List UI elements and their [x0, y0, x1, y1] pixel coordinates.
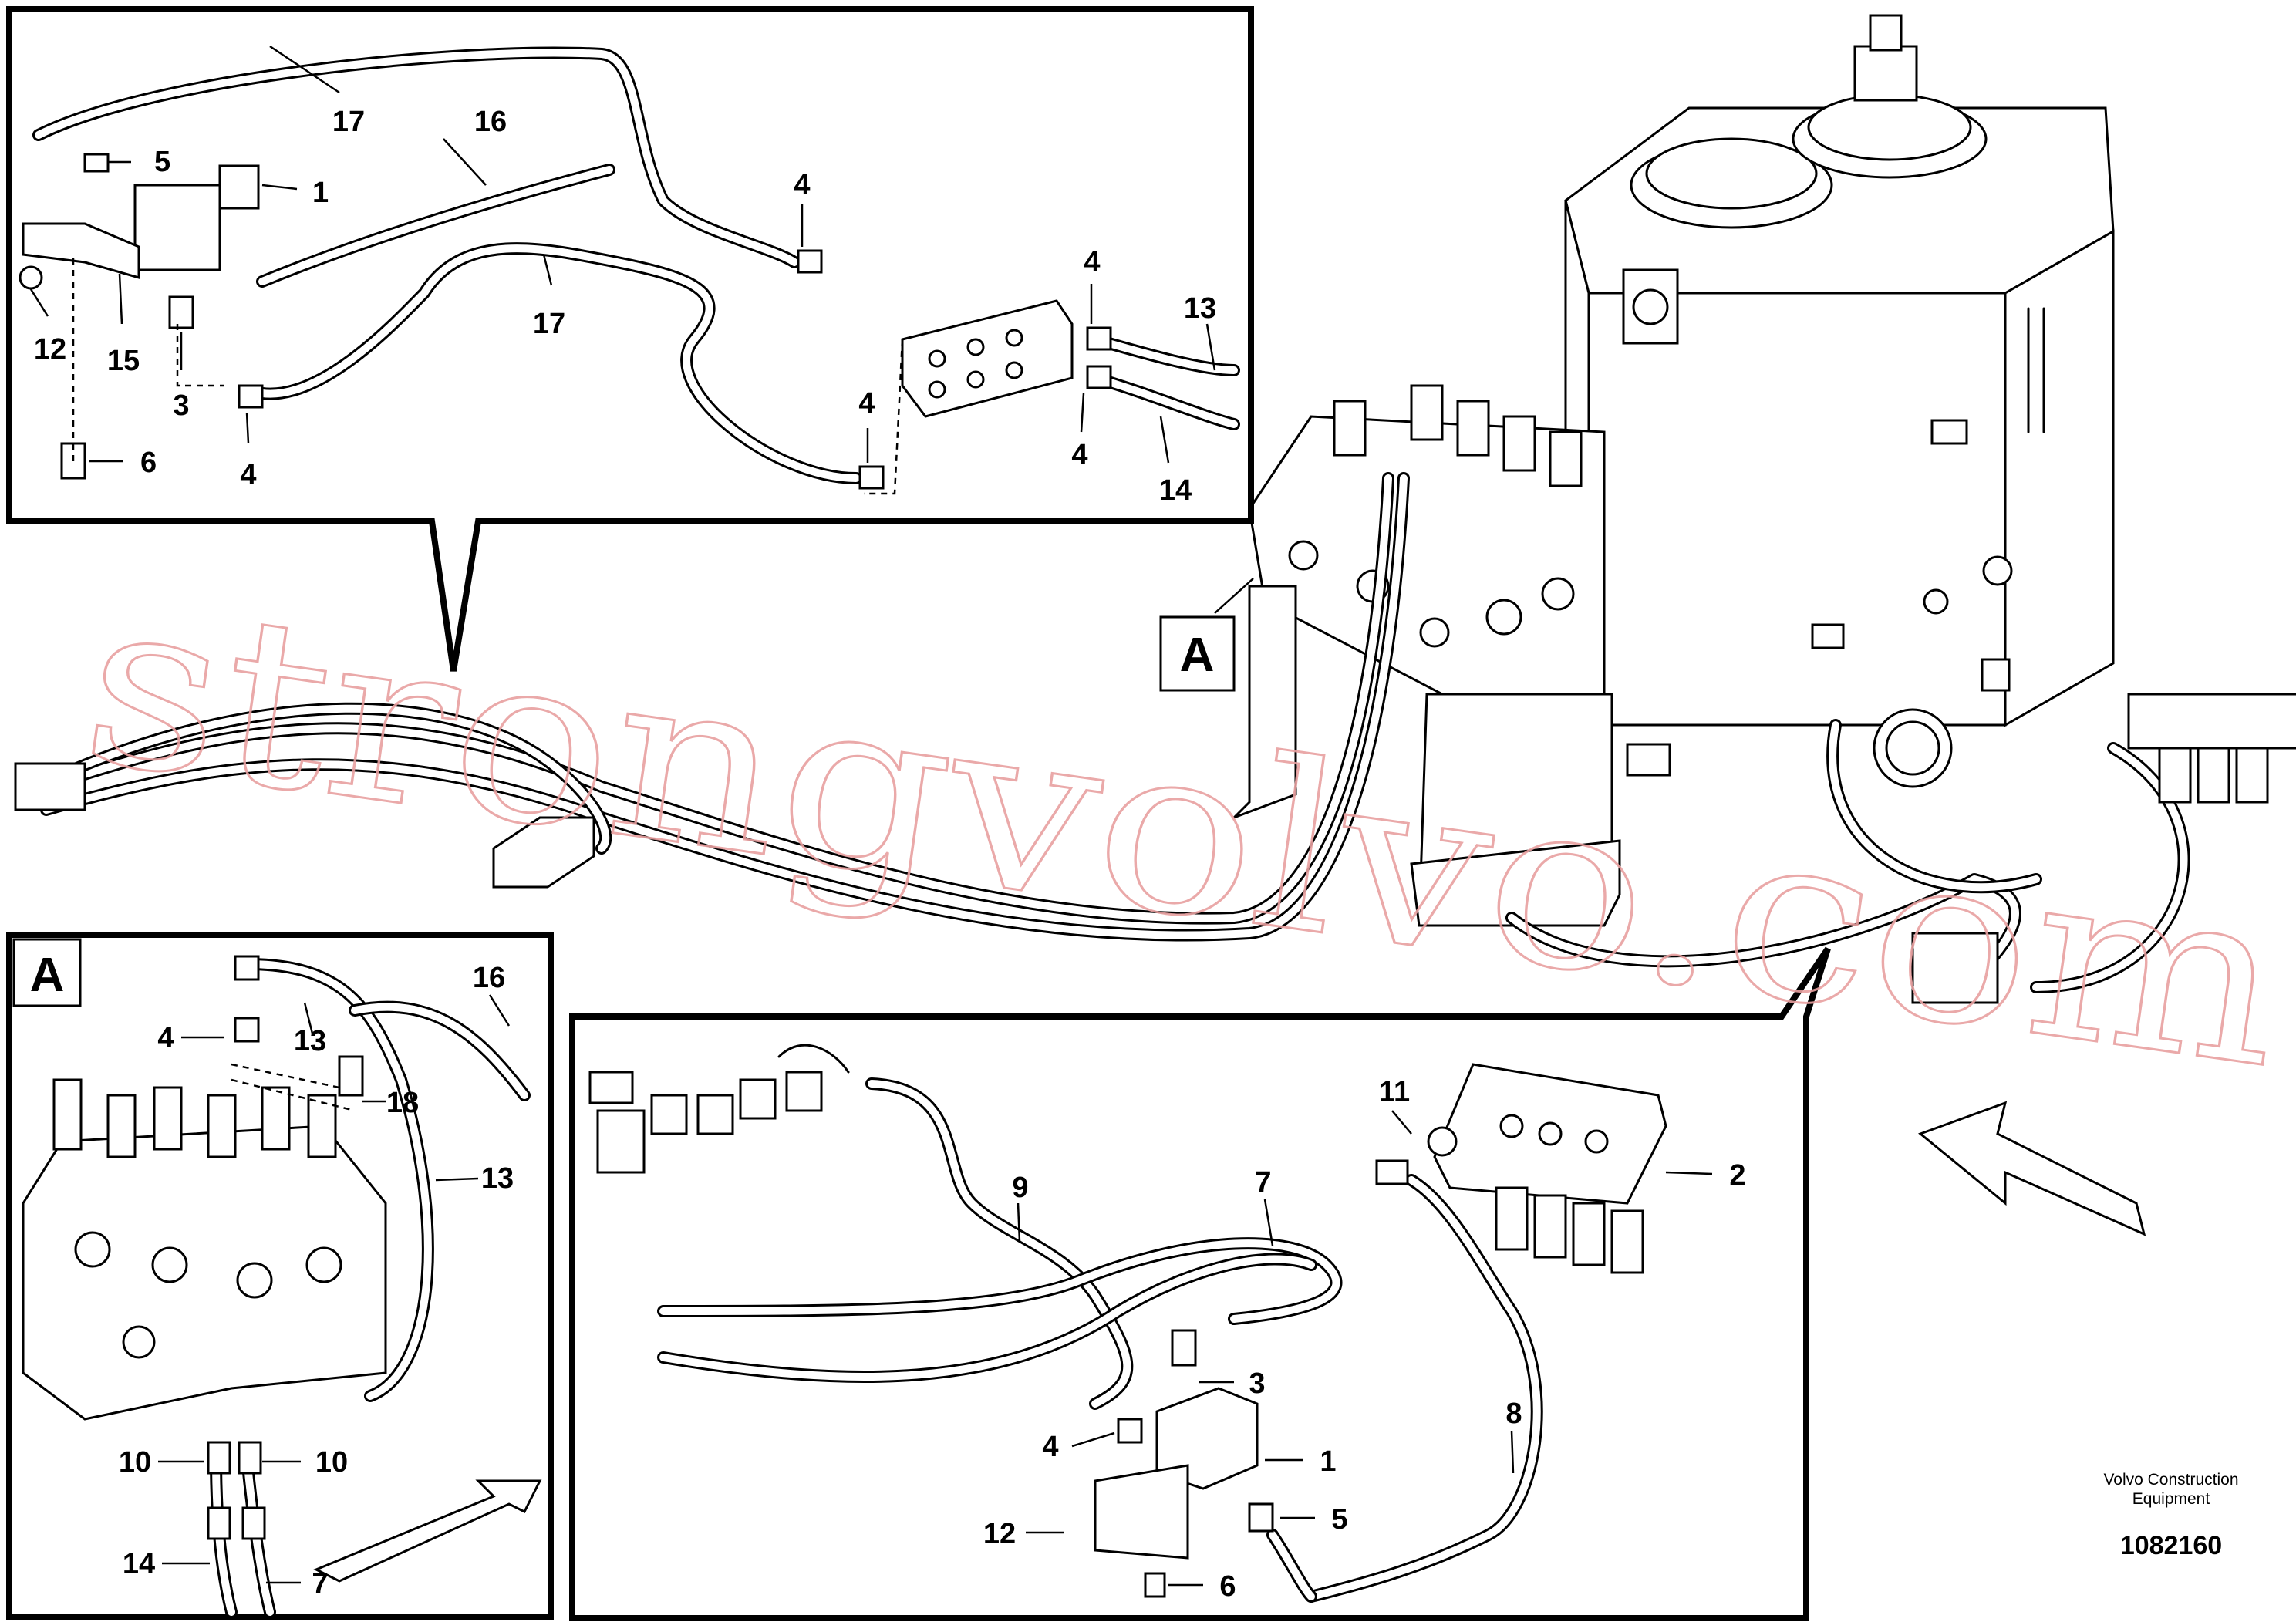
callout-2: 2 — [1729, 1159, 1745, 1192]
direction-arrow — [1918, 1101, 2146, 1236]
callout-6-b: 6 — [1219, 1570, 1236, 1603]
callout-4-bottom: 4 — [858, 387, 875, 420]
callout-5-b: 5 — [1331, 1503, 1347, 1536]
manifold-block-main — [14, 693, 2296, 1004]
callout-16: 16 — [474, 106, 507, 138]
document-number: 1082160 — [2120, 1531, 2222, 1560]
callout-7-a: 7 — [312, 1568, 328, 1600]
callout-6: 6 — [140, 447, 157, 479]
callout-4-right-bottom: 4 — [1071, 439, 1087, 471]
inset-a: A 16 4 13 18 — [6, 932, 554, 1620]
callout-11: 11 — [1379, 1076, 1410, 1108]
inset-a-label: A — [30, 949, 65, 1002]
callout-10-right: 10 — [315, 1446, 348, 1479]
callout-3: 3 — [173, 389, 189, 422]
section-a-label: A — [1180, 629, 1215, 682]
callout-7-b: 7 — [1255, 1166, 1271, 1199]
callout-15: 15 — [107, 345, 140, 377]
callout-3-b: 3 — [1249, 1367, 1265, 1400]
callout-18: 18 — [386, 1087, 419, 1119]
callout-12: 12 — [34, 333, 66, 366]
callout-17-lower: 17 — [533, 308, 565, 340]
callout-14-a: 14 — [123, 1548, 155, 1580]
callout-4-a: 4 — [157, 1022, 174, 1054]
maker-line-2: Equipment — [2132, 1490, 2210, 1508]
callout-10-left: 10 — [119, 1446, 151, 1479]
maker-line-1: Volvo Construction — [2103, 1471, 2238, 1489]
callout-4-b: 4 — [1042, 1431, 1058, 1463]
callout-1: 1 — [312, 177, 329, 209]
top-inset: 17 16 5 1 12 15 3 6 17 4 4 4 4 4 13 14 — [6, 6, 1254, 672]
callout-5: 5 — [154, 146, 170, 178]
callout-13-a-lower: 13 — [481, 1162, 514, 1195]
callout-13-a-upper: 13 — [294, 1025, 326, 1057]
callout-1-b: 1 — [1320, 1445, 1336, 1478]
callout-4-left: 4 — [240, 459, 256, 491]
callout-9: 9 — [1012, 1172, 1028, 1204]
callout-17-upper: 17 — [332, 106, 365, 138]
callout-13-top: 13 — [1184, 292, 1216, 325]
callout-8: 8 — [1505, 1398, 1522, 1430]
callout-14-top: 14 — [1159, 474, 1192, 507]
callout-12-b: 12 — [983, 1518, 1016, 1550]
pressure-switch-block — [133, 184, 221, 271]
callout-16-a: 16 — [473, 962, 505, 994]
hydraulic-tank — [1564, 14, 2115, 788]
callout-4-top: 4 — [794, 169, 810, 201]
control-valve-main — [1232, 384, 1621, 927]
section-a-marker — [1159, 615, 1236, 692]
callout-4-right-top: 4 — [1084, 246, 1100, 278]
bottom-inset: 11 2 9 7 3 4 1 5 12 6 8 — [569, 946, 1831, 1621]
